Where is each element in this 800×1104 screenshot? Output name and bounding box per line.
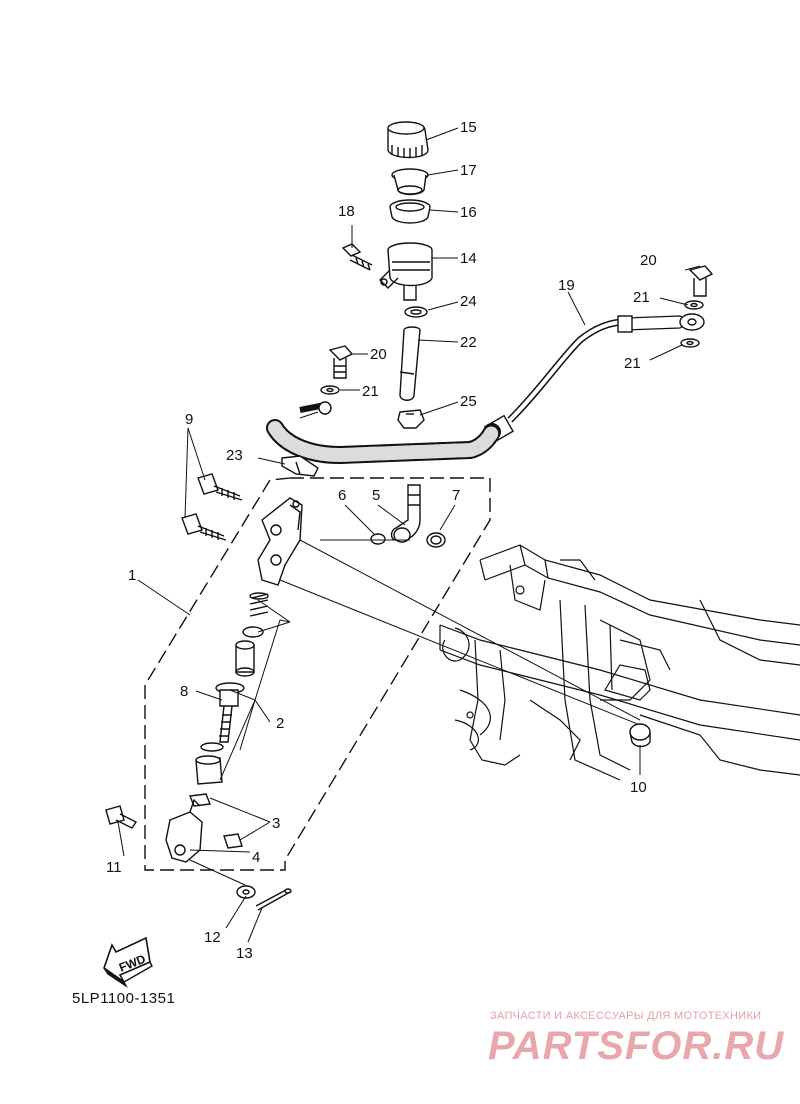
grommet-10 [629, 723, 651, 748]
watermark-tagline: ЗАПЧАСТИ И АКСЕССУАРЫ ДЛЯ МОТОТЕХНИКИ [490, 1010, 762, 1022]
callout-17: 17 [460, 162, 477, 179]
cotter-pin-13 [255, 888, 292, 911]
callout-25: 25 [460, 393, 477, 410]
callout-16: 16 [460, 204, 477, 221]
piston [235, 640, 255, 677]
washer-21-a [320, 385, 340, 395]
callout-10: 10 [630, 779, 647, 796]
corrugated-hose [266, 401, 501, 465]
callout-22: 22 [460, 334, 477, 351]
spring [249, 592, 269, 617]
assembly-boundary [144, 477, 491, 871]
callout-20-right: 20 [640, 252, 657, 269]
diaphragm-plate-17 [391, 168, 429, 196]
callout-3: 3 [272, 815, 280, 832]
callout-7: 7 [452, 487, 460, 504]
reservoir-14 [379, 242, 433, 301]
boot [195, 755, 223, 785]
washer-21-c [680, 338, 700, 348]
callout-14: 14 [460, 250, 477, 267]
fwd-arrow [103, 936, 153, 989]
callout-1: 1 [128, 567, 136, 584]
union-bolt-20-right [688, 265, 714, 297]
callout-24: 24 [460, 293, 477, 310]
callout-9: 9 [185, 411, 193, 428]
brake-hose-19 [484, 313, 705, 444]
pin-11 [105, 805, 138, 829]
push-rod-8 [215, 682, 245, 743]
frame [439, 544, 800, 781]
hose-joint-5 [390, 484, 421, 543]
diaphragm-16 [389, 199, 431, 224]
washer-21-b [684, 300, 704, 310]
leader-lines-frame [189, 539, 641, 886]
callout-21-right-lower: 21 [624, 355, 641, 372]
callout-4: 4 [252, 849, 260, 866]
cup-seal [242, 626, 264, 638]
bolt-9-upper [197, 473, 243, 501]
part-code: 5LP1100-1351 [72, 990, 176, 1007]
callout-21-right-upper: 21 [633, 289, 650, 306]
clip-24 [404, 306, 428, 318]
clevis-4 [165, 798, 203, 863]
clip-7 [426, 532, 446, 548]
bolt-9-lower [181, 513, 227, 541]
callout-6: 6 [338, 487, 346, 504]
callout-21-left: 21 [362, 383, 379, 400]
callout-11: 11 [106, 859, 122, 876]
bolt-18 [341, 243, 373, 271]
callout-20-left: 20 [370, 346, 387, 363]
union-bolt-20-left [328, 345, 354, 379]
callout-18: 18 [338, 203, 355, 220]
washer-12 [236, 885, 256, 899]
callout-2: 2 [276, 715, 284, 732]
callout-12: 12 [204, 929, 221, 946]
callout-23: 23 [226, 447, 243, 464]
callout-13: 13 [236, 945, 253, 962]
o-ring-6 [370, 533, 386, 545]
master-cylinder-body [257, 497, 303, 586]
circlip [200, 742, 224, 752]
watermark-brand[interactable]: PARTSFOR.RU [488, 1024, 785, 1068]
leader-lines [117, 127, 701, 943]
callout-15: 15 [460, 119, 477, 136]
bracket-23 [281, 455, 319, 477]
callout-8: 8 [180, 683, 188, 700]
clip-25 [397, 409, 425, 429]
reservoir-cap-15 [387, 121, 429, 159]
callout-5: 5 [372, 487, 380, 504]
callout-19: 19 [558, 277, 575, 294]
hose-22 [399, 326, 421, 401]
